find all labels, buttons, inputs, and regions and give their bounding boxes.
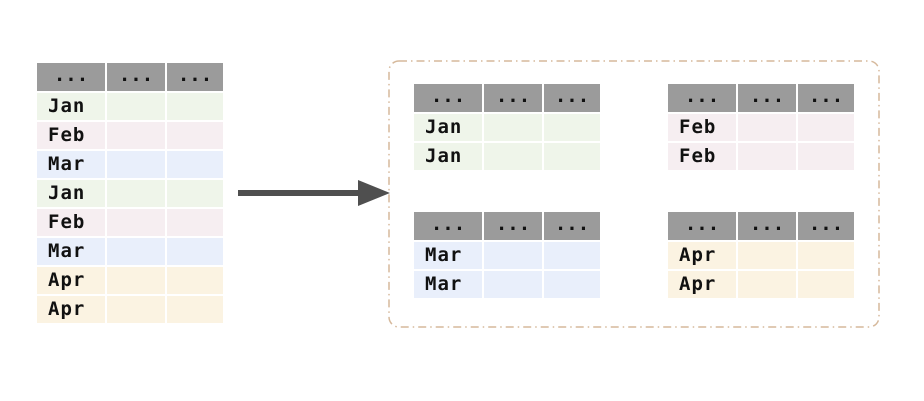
table-row: Mar (414, 271, 600, 298)
header-cell: ... (37, 63, 105, 91)
empty-cell (107, 267, 165, 294)
table-header-row: ... ... ... (668, 212, 854, 240)
table-row: Apr (37, 296, 223, 323)
empty-cell (167, 238, 223, 265)
table-row: Feb (37, 122, 223, 149)
empty-cell (107, 180, 165, 207)
header-cell: ... (544, 84, 600, 112)
row-label-cell: Feb (37, 122, 105, 149)
empty-cell (107, 296, 165, 323)
empty-cell (544, 114, 600, 141)
row-label-cell: Apr (37, 296, 105, 323)
empty-cell (544, 271, 600, 298)
empty-cell (167, 151, 223, 178)
row-label-cell: Jan (37, 180, 105, 207)
header-cell: ... (414, 84, 482, 112)
row-label-cell: Mar (414, 271, 482, 298)
table-header-row: ... ... ... (414, 84, 600, 112)
table-row: Jan (37, 180, 223, 207)
empty-cell (484, 143, 542, 170)
empty-cell (544, 143, 600, 170)
empty-cell (484, 271, 542, 298)
header-cell: ... (484, 212, 542, 240)
groups-container-border (388, 60, 880, 328)
row-label-cell: Feb (668, 143, 736, 170)
row-label-cell: Feb (37, 209, 105, 236)
table-header-row: ... ... ... (37, 63, 223, 91)
row-label-cell: Feb (668, 114, 736, 141)
empty-cell (484, 242, 542, 269)
table-header-row: ... ... ... (668, 84, 854, 112)
header-cell: ... (107, 63, 165, 91)
group-table-jan: ... ... ... Jan Jan (414, 84, 600, 170)
header-cell: ... (414, 212, 482, 240)
empty-cell (738, 242, 796, 269)
empty-cell (738, 114, 796, 141)
row-label-cell: Apr (37, 267, 105, 294)
header-cell: ... (167, 63, 223, 91)
empty-cell (738, 143, 796, 170)
table-row: Jan (37, 93, 223, 120)
header-cell: ... (668, 84, 736, 112)
table-row: Apr (668, 271, 854, 298)
table-row: Jan (414, 114, 600, 141)
empty-cell (798, 271, 854, 298)
header-cell: ... (738, 212, 796, 240)
header-cell: ... (544, 212, 600, 240)
row-label-cell: Apr (668, 271, 736, 298)
header-cell: ... (484, 84, 542, 112)
empty-cell (107, 238, 165, 265)
row-label-cell: Apr (668, 242, 736, 269)
empty-cell (107, 209, 165, 236)
empty-cell (738, 271, 796, 298)
table-row: Mar (37, 151, 223, 178)
empty-cell (167, 93, 223, 120)
row-label-cell: Jan (37, 93, 105, 120)
row-label-cell: Mar (37, 238, 105, 265)
table-row: Jan (414, 143, 600, 170)
group-table-apr: ... ... ... Apr Apr (668, 212, 854, 298)
table-row: Mar (37, 238, 223, 265)
row-label-cell: Mar (37, 151, 105, 178)
header-cell: ... (738, 84, 796, 112)
empty-cell (107, 151, 165, 178)
empty-cell (107, 93, 165, 120)
header-cell: ... (668, 212, 736, 240)
source-table: ... ... ... Jan Feb Mar Jan Feb (37, 63, 223, 323)
header-cell: ... (798, 212, 854, 240)
empty-cell (107, 122, 165, 149)
empty-cell (167, 209, 223, 236)
table-row: Apr (668, 242, 854, 269)
table-row: Feb (37, 209, 223, 236)
empty-cell (167, 267, 223, 294)
empty-cell (798, 143, 854, 170)
empty-cell (167, 122, 223, 149)
empty-cell (544, 242, 600, 269)
empty-cell (798, 242, 854, 269)
empty-cell (798, 114, 854, 141)
header-cell: ... (798, 84, 854, 112)
table-row: Apr (37, 267, 223, 294)
table-row: Feb (668, 143, 854, 170)
row-label-cell: Jan (414, 143, 482, 170)
table-header-row: ... ... ... (414, 212, 600, 240)
empty-cell (167, 296, 223, 323)
row-label-cell: Jan (414, 114, 482, 141)
flow-arrow-icon (238, 180, 390, 206)
table-row: Feb (668, 114, 854, 141)
group-table-mar: ... ... ... Mar Mar (414, 212, 600, 298)
row-label-cell: Mar (414, 242, 482, 269)
group-table-feb: ... ... ... Feb Feb (668, 84, 854, 170)
empty-cell (167, 180, 223, 207)
empty-cell (484, 114, 542, 141)
table-row: Mar (414, 242, 600, 269)
